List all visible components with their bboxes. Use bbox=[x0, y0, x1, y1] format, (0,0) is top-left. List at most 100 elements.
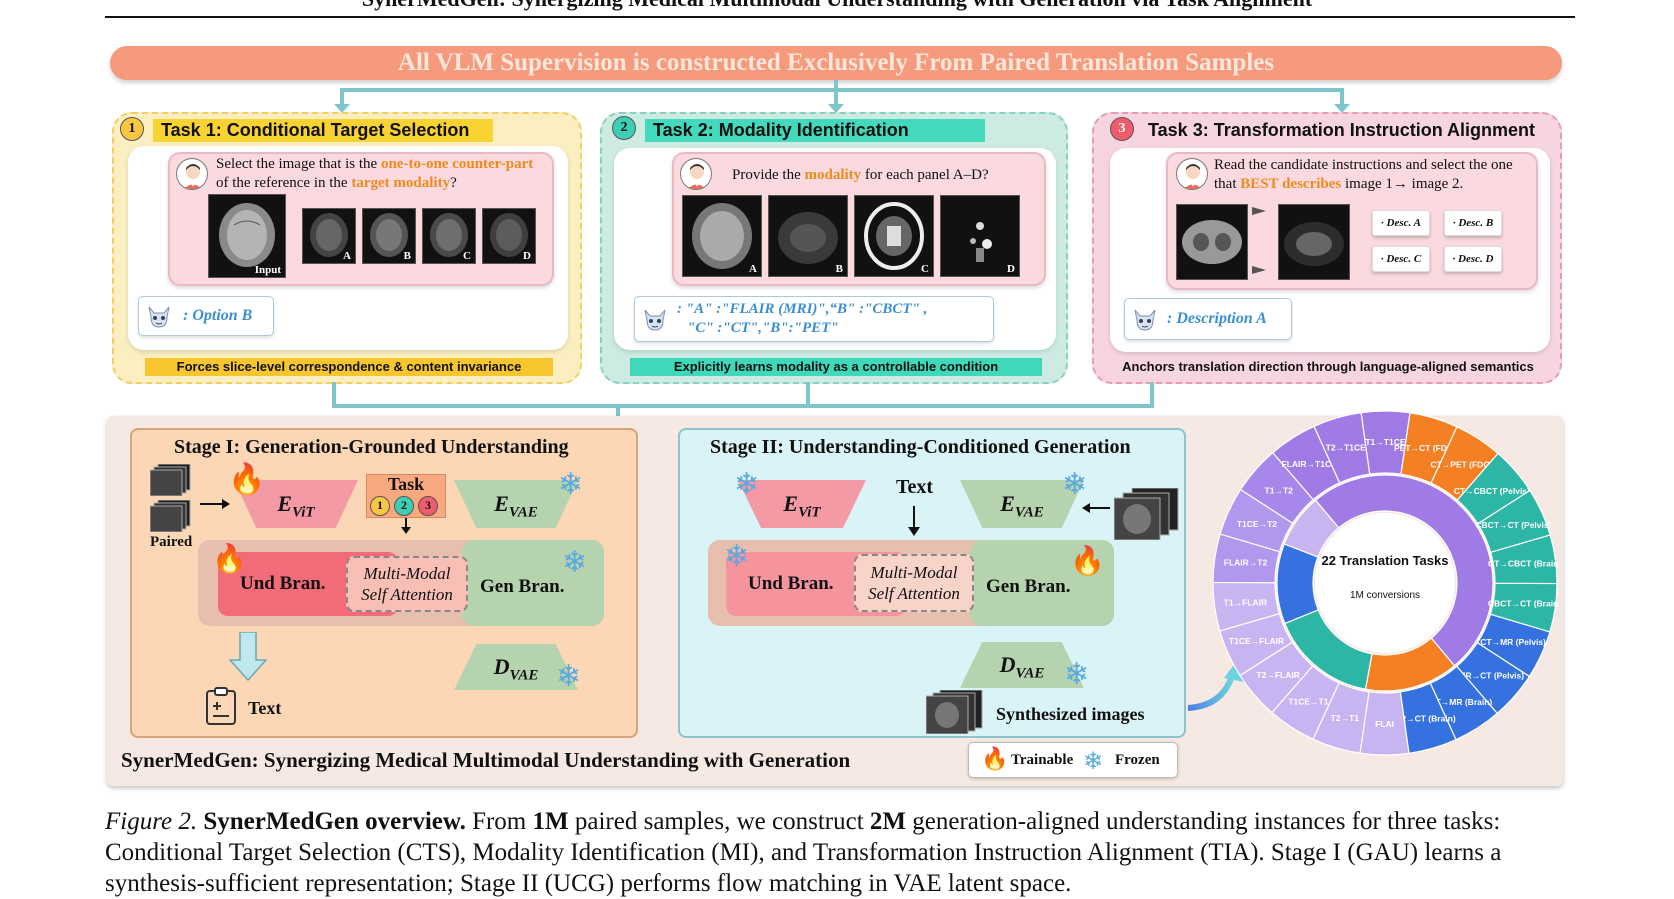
arrow-left-icon bbox=[1088, 507, 1110, 509]
task1-option-a: A bbox=[302, 208, 356, 264]
sunburst-label: T2→FLAIR bbox=[1256, 670, 1299, 680]
arrow-right-icon bbox=[222, 499, 230, 509]
task1-question-part: ? bbox=[450, 175, 457, 191]
connector-mid-horizontal bbox=[332, 404, 1154, 408]
arrow-down-icon bbox=[401, 527, 411, 534]
fire-icon: 🔥 bbox=[212, 542, 247, 575]
stage1-title: Stage I: Generation-Grounded Understandi… bbox=[174, 436, 569, 458]
task1-option-c: C bbox=[422, 208, 476, 264]
stage1-text-output: Text bbox=[248, 698, 282, 718]
arrow-right-icon bbox=[1252, 266, 1266, 274]
user-avatar-icon bbox=[680, 158, 712, 190]
sunburst-label: CBCT→CT (Brain) bbox=[1488, 599, 1558, 609]
fire-icon: 🔥 bbox=[228, 462, 266, 497]
stage1-evit-encoder: EViT bbox=[234, 480, 358, 528]
task2-footer: Explicitly learns modality as a controll… bbox=[630, 358, 1042, 376]
arrow-down-icon bbox=[228, 631, 268, 682]
caption-bold: 1M bbox=[532, 808, 569, 835]
task2-panel-label: B bbox=[835, 263, 843, 275]
mmsa-line: Self Attention bbox=[361, 585, 453, 604]
fire-icon: 🔥 bbox=[981, 747, 1009, 772]
task-chip-1: 1 bbox=[370, 496, 390, 516]
task2-panel-a: A bbox=[682, 195, 762, 277]
sunburst-label: CT→MR (Brain) bbox=[1429, 697, 1492, 707]
snowflake-icon: ❄ bbox=[734, 467, 760, 502]
task1-input-label: Input bbox=[254, 264, 281, 276]
sunburst-inner-segment bbox=[1314, 474, 1494, 667]
evae-letter: E bbox=[494, 491, 509, 516]
task3-desc-a: · Desc. A bbox=[1372, 210, 1430, 236]
task2-answer-line: : "A" :"FLAIR (MRI)",“B" :"CBCT" , bbox=[677, 301, 928, 317]
arrow-down-icon bbox=[405, 518, 407, 528]
task2-panel-label: A bbox=[749, 263, 757, 275]
connector-mid-t2 bbox=[806, 382, 810, 404]
stage2-evae-encoder: EVAE bbox=[960, 480, 1084, 528]
sunburst-label: T1→T2 bbox=[1265, 485, 1294, 495]
arrow-right-icon bbox=[200, 503, 226, 505]
task2-answer-box: : "A" :"FLAIR (MRI)",“B" :"CBCT" , "C" :… bbox=[634, 296, 994, 342]
supervision-banner: All VLM Supervision is constructed Exclu… bbox=[110, 46, 1562, 80]
sunburst-outer-segment bbox=[1313, 411, 1371, 484]
task1-question-part: of the reference in the bbox=[216, 175, 352, 191]
stage1-gen-branch bbox=[462, 540, 604, 626]
evae-sub: VAE bbox=[1014, 504, 1044, 521]
arrow-left-icon bbox=[1082, 503, 1090, 513]
stage2-gen-label: Gen Bran. bbox=[986, 576, 1071, 597]
user-avatar-icon bbox=[176, 158, 208, 190]
task3-footer: Anchors translation direction through la… bbox=[1122, 359, 1534, 374]
arrow-down-icon bbox=[913, 506, 915, 528]
task3-answer-box: : Description A bbox=[1124, 298, 1292, 340]
snowflake-icon: ❄ bbox=[558, 467, 584, 502]
arrow-down-icon bbox=[334, 104, 350, 113]
sunburst-center-subtitle: 1M conversions bbox=[1349, 590, 1421, 601]
task3-question-part: image 1→ image 2. bbox=[1341, 176, 1464, 192]
evae-letter: E bbox=[1000, 491, 1015, 516]
figure-caption: Figure 2. SynerMedGen overview. From 1M … bbox=[105, 806, 1575, 899]
task3-desc-c: · Desc. C bbox=[1372, 246, 1430, 272]
connector-t1 bbox=[340, 88, 344, 108]
stage2-dvae-decoder: DVAE bbox=[960, 642, 1084, 688]
caption-title: SynerMedGen overview. bbox=[203, 808, 466, 835]
paired-scans bbox=[149, 499, 192, 533]
mmsa-line: Self Attention bbox=[868, 584, 960, 603]
dvae-sub: VAE bbox=[509, 667, 539, 684]
task3-question: Read the candidate instructions and sele… bbox=[1214, 156, 1530, 194]
evit-letter: E bbox=[277, 491, 293, 516]
arrow-curved-icon bbox=[1187, 660, 1252, 712]
task2-question: Provide the modality for each panel A–D? bbox=[732, 166, 1042, 185]
arrow-down-icon bbox=[828, 104, 844, 113]
snowflake-icon: ❄ bbox=[556, 659, 582, 694]
paper-title: SynerMedGen: Synergizing Medical Multimo… bbox=[0, 0, 1674, 12]
task1-answer: : Option B bbox=[183, 307, 253, 324]
snowflake-icon: ❄ bbox=[1062, 467, 1088, 502]
task3-title: Task 3: Transformation Instruction Align… bbox=[1148, 120, 1536, 140]
task1-title: Task 1: Conditional Target Selection bbox=[153, 119, 493, 142]
task1-option-d: D bbox=[482, 208, 536, 264]
task3-image-2 bbox=[1278, 204, 1350, 280]
dvae-sub: VAE bbox=[1015, 665, 1045, 682]
arrow-down-icon bbox=[1334, 104, 1350, 113]
sunburst-label: CT→CBCT (Brain) bbox=[1488, 558, 1558, 568]
task2-title: Task 2: Modality Identification bbox=[645, 119, 985, 142]
task2-answer-line: "C" :"CT","B":"PET" bbox=[687, 320, 839, 336]
task1-question: Select the image that is the one-to-one … bbox=[216, 155, 546, 193]
synth-label: Synthesized images bbox=[996, 704, 1145, 724]
arrow-right-icon bbox=[1252, 207, 1266, 215]
mmsa-line: Multi-Modal bbox=[870, 563, 958, 582]
task2-panel-c: C bbox=[854, 195, 934, 277]
robot-avatar-icon bbox=[145, 301, 173, 331]
snowflake-icon: ❄ bbox=[562, 545, 588, 580]
task3-number: 3 bbox=[1110, 117, 1134, 141]
task2-number: 2 bbox=[612, 116, 636, 140]
task-chip-3: 3 bbox=[418, 496, 438, 516]
task1-option-label: D bbox=[523, 250, 531, 262]
task2-question-highlight: modality bbox=[804, 167, 862, 183]
task1-question-part: Select the image that is the bbox=[216, 156, 381, 172]
sunburst-center bbox=[1315, 513, 1455, 653]
snowflake-icon: ❄ bbox=[724, 539, 750, 574]
task3-image-1 bbox=[1176, 204, 1248, 280]
